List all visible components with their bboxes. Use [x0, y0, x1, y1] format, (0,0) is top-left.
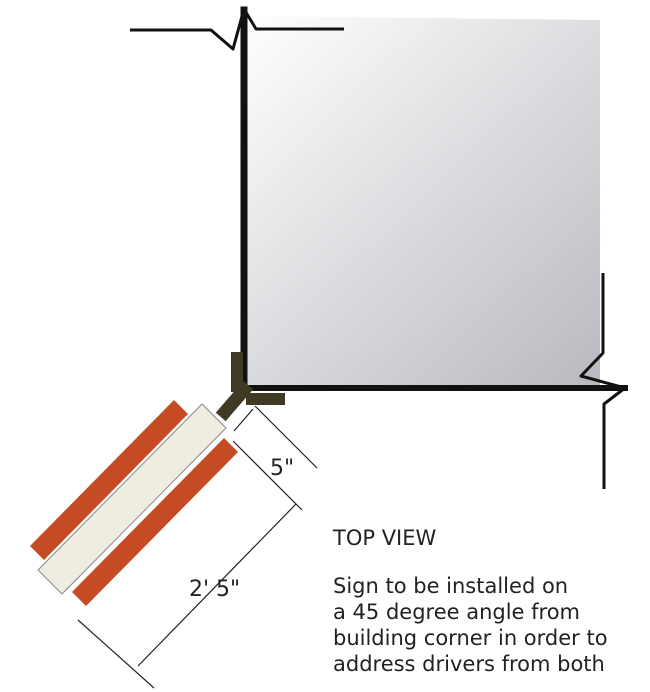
building-top-break-line	[130, 7, 344, 51]
bracket-offset-dimension-line	[233, 408, 254, 432]
description-line-3: building corner in order to	[333, 626, 608, 650]
mounting-bracket-horizontal	[246, 393, 285, 405]
sign-top-border	[30, 400, 188, 560]
building-corner-fill	[245, 16, 600, 390]
mounting-bracket-vertical	[231, 352, 243, 392]
description-line-2: a 45 degree angle from	[333, 600, 581, 624]
sign-face	[37, 403, 227, 595]
bracket-offset-extension-line	[254, 405, 318, 469]
bracket-offset-label: 5"	[270, 456, 294, 481]
diagram-notes: TOP VIEW Sign to be installed on a 45 de…	[333, 525, 648, 677]
sign-length-label: 2' 5"	[189, 577, 240, 602]
building-right-break-line	[579, 273, 627, 489]
sign-length-lower-extension-line	[77, 619, 155, 689]
view-title: TOP VIEW	[333, 526, 437, 550]
sign-length-dimension-line	[137, 503, 297, 667]
mounting-bracket-arm	[215, 380, 254, 422]
sign-bottom-border	[72, 438, 238, 606]
description-line-4: address drivers from both	[333, 652, 605, 676]
description-line-1: Sign to be installed on	[333, 574, 569, 598]
sign-length-extension-line	[232, 440, 303, 511]
